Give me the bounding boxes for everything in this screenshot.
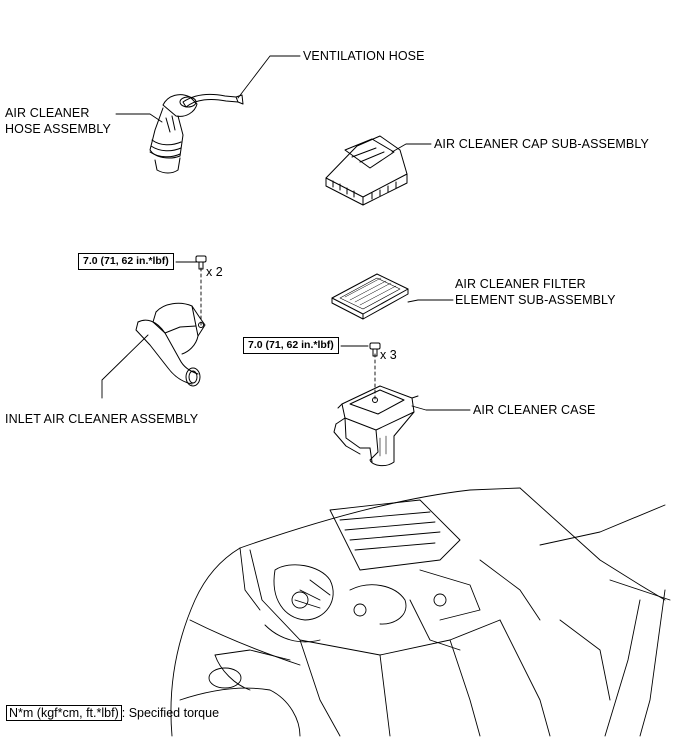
air-cleaner-hose-icon [149,94,198,174]
air-filter-element-icon [331,273,409,320]
filter-element-label-line2: ELEMENT SUB-ASSEMBLY [455,293,616,307]
air-cleaner-hose-label-line2: HOSE ASSEMBLY [5,122,111,136]
legend-unit-box: N*m (kgf*cm, ft.*lbf) [6,705,122,721]
filter-element-label-line1: AIR CLEANER FILTER [455,277,586,291]
legend-description: : Specified torque [121,706,220,720]
air-cleaner-case-icon [333,385,419,467]
ventilation-hose-icon [182,93,244,108]
air-cleaner-case-label: AIR CLEANER CASE [473,403,596,417]
ventilation-hose-label: VENTILATION HOSE [303,49,425,63]
vehicle-engine-bay-icon [170,487,671,737]
leader-lines [101,55,471,411]
bolt-quantity: x 3 [380,348,397,362]
torque-legend: N*m (kgf*cm, ft.*lbf): Specified torque [6,705,220,721]
air-cleaner-cap-icon [325,135,408,206]
torque-spec-box: 7.0 (71, 62 in.*lbf) [243,337,339,354]
torque-leaders [175,261,376,401]
inlet-air-cleaner-label: INLET AIR CLEANER ASSEMBLY [5,412,199,426]
air-cleaner-cap-label: AIR CLEANER CAP SUB-ASSEMBLY [434,137,649,151]
bolt-icon [369,342,381,357]
bolt-icon [195,255,207,270]
air-cleaner-hose-label-line1: AIR CLEANER [5,106,90,120]
inlet-air-cleaner-icon [135,302,206,387]
bolt-quantity: x 2 [206,265,223,279]
torque-spec-box: 7.0 (71, 62 in.*lbf) [78,253,174,270]
